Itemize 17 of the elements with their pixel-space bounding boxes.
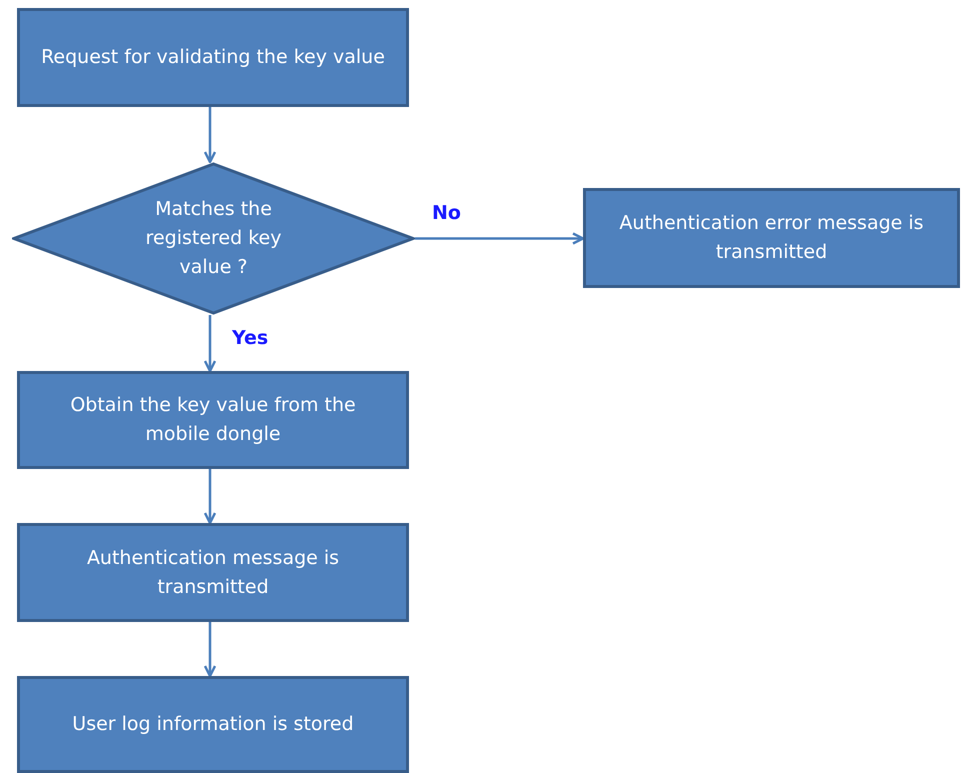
arrow	[415, 232, 584, 245]
arrow	[204, 315, 216, 372]
arrow	[204, 107, 216, 164]
node-text: User log information is stored	[72, 712, 354, 737]
process-box	[17, 523, 409, 622]
process-box	[17, 371, 409, 469]
node-text: Obtain the key value from the mobile dongle	[69, 393, 357, 447]
node-text: Authentication error message is transmitted	[618, 211, 925, 265]
process-box	[583, 188, 960, 288]
node-text: Request for validating the key value	[41, 45, 385, 70]
process-box	[17, 8, 409, 107]
decision-diamond	[12, 162, 415, 315]
arrow	[204, 469, 216, 524]
node-text: Matches the registered key value ?	[144, 197, 282, 280]
arrow	[204, 622, 216, 678]
node-text: Authentication message is transmitted	[86, 546, 340, 600]
process-box	[17, 676, 409, 773]
